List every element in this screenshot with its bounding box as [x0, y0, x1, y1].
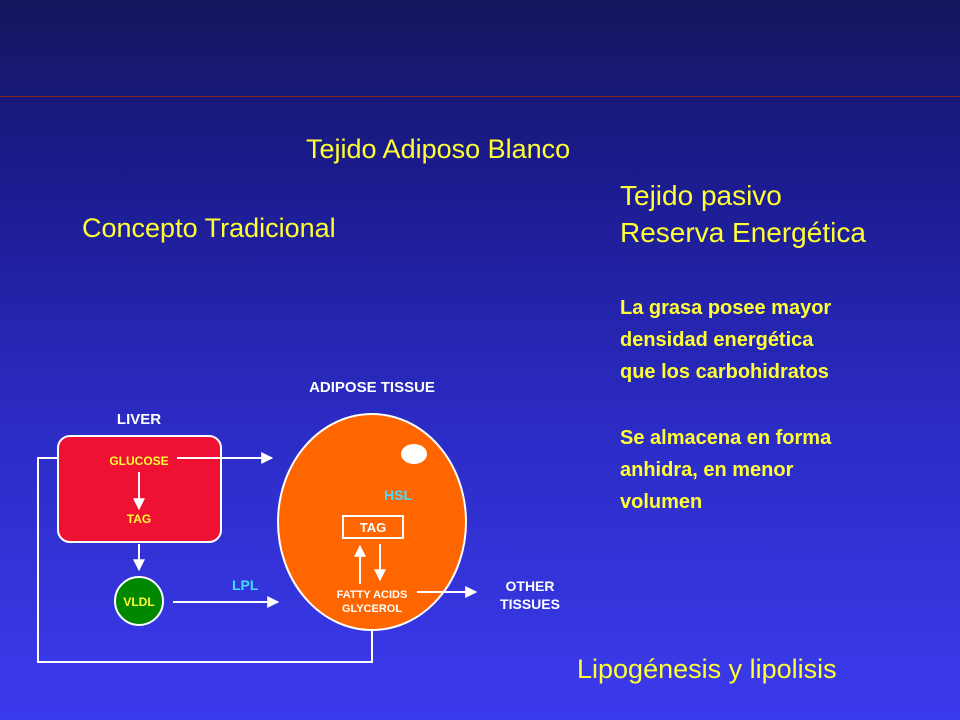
concept-heading: Concepto Tradicional [82, 213, 336, 243]
vldl-label: VLDL [123, 595, 154, 609]
paragraph-line: densidad energética [620, 329, 814, 351]
hsl-label: HSL [384, 487, 412, 503]
energy-density-paragraph: La grasa posee mayor densidad energética… [620, 292, 831, 388]
liver-tag-label: TAG [127, 512, 151, 526]
paragraph-line: volumen [620, 491, 703, 513]
vldl-circle [114, 576, 164, 626]
nucleus-shape [401, 444, 427, 464]
paragraph-line: anhidra, en menor [620, 459, 794, 481]
slide-title: Tejido Adiposo Blanco [306, 134, 571, 164]
storage-paragraph: Se almacena en forma anhidra, en menor v… [620, 422, 831, 518]
energy-reserve-label: Reserva Energética [620, 217, 866, 248]
adipose-tag-label: TAG [360, 520, 386, 535]
glucose-label: GLUCOSE [109, 454, 168, 468]
return-loop-line [37, 457, 373, 663]
paragraph-line: Se almacena en forma [620, 427, 832, 449]
fatty-acids-label: FATTY ACIDS [337, 589, 408, 601]
passive-tissue-label: Tejido pasivo [620, 180, 782, 211]
paragraph-line: que los carbohidratos [620, 361, 829, 383]
adipose-tissue-label: ADIPOSE TISSUE [309, 379, 435, 396]
adipose-tag-box [342, 515, 404, 539]
glycerol-label: GLYCEROL [342, 603, 402, 615]
paragraph-line: La grasa posee mayor [620, 297, 832, 319]
tissues-label: TISSUES [500, 596, 560, 612]
footer-caption: Lipogénesis y lipolisis [577, 654, 837, 684]
title-divider-line [0, 96, 960, 97]
liver-label: LIVER [117, 411, 161, 428]
lpl-label: LPL [232, 577, 259, 593]
other-label: OTHER [506, 578, 555, 594]
